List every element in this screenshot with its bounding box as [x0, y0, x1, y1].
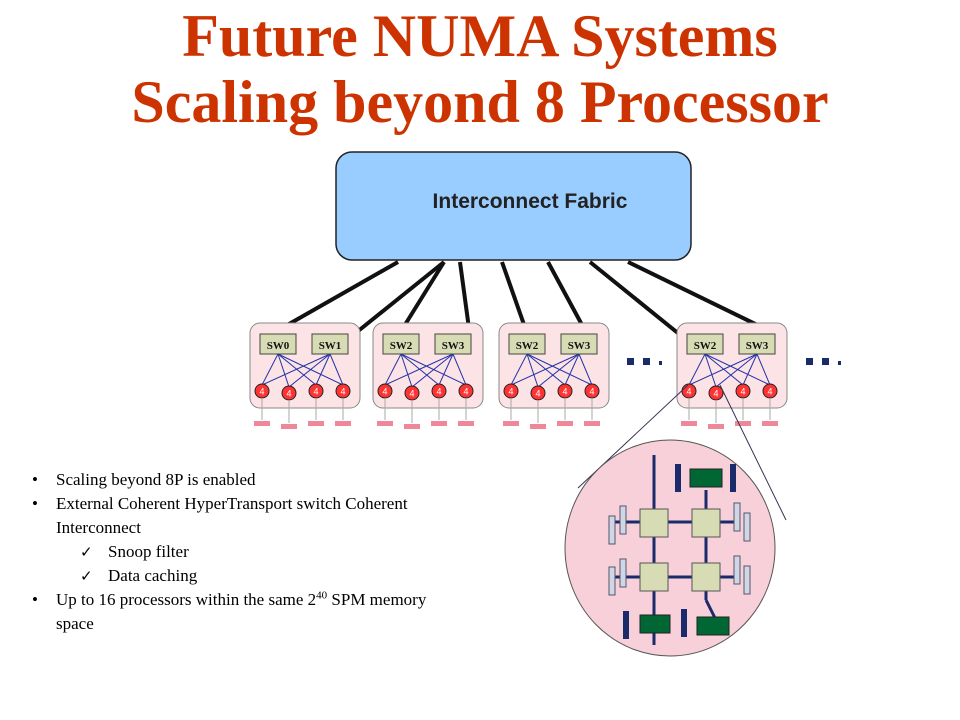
feature-bullet-list: Scaling beyond 8P is enabledExternal Coh… — [30, 468, 460, 636]
more-nodes-ellipsis-2 — [806, 358, 841, 365]
bullet-item-address-space: Up to 16 processors within the same 240 … — [30, 588, 460, 636]
memory-bar — [762, 421, 778, 426]
processor-label: 4 — [259, 387, 264, 397]
node-3: SW2 SW3 4 4 4 4 — [498, 322, 610, 429]
memory-bar — [431, 421, 447, 426]
detail-chip-bottom-right — [696, 616, 730, 636]
switch-label: SW3 — [442, 340, 465, 352]
interconnect-fabric-box — [335, 151, 692, 261]
fabric-link — [350, 260, 446, 338]
detail-chip-bottom-left — [639, 614, 671, 634]
switch-label: SW2 — [694, 340, 717, 352]
node-2: SW2 SW3 4 4 4 4 — [372, 322, 484, 429]
memory-bar — [708, 424, 724, 429]
switch-label: SW1 — [319, 340, 342, 352]
detail-processor-3 — [639, 562, 669, 592]
processor-label: 4 — [589, 387, 594, 397]
slide-title-line2: Scaling beyond 8 Processor — [131, 69, 829, 135]
processor-detail-zoom — [564, 439, 776, 657]
interconnect-fabric-label: Interconnect Fabric — [433, 190, 628, 213]
node-group: SW0 SW1 4 4 4 4 SW2 SW3 4 4 4 4 SW2 SW3 4 4 4 4 SW2 SW3 4 4 4 4 — [249, 322, 788, 429]
zoom-line-right — [719, 384, 787, 521]
memory-bar — [530, 424, 546, 429]
switch-label: SW3 — [568, 340, 591, 352]
memory-bar — [254, 421, 270, 426]
switch-box — [560, 333, 598, 355]
switch-box — [508, 333, 546, 355]
detail-processor-1 — [639, 508, 669, 538]
memory-bar — [281, 424, 297, 429]
switch-box — [311, 333, 349, 355]
processor-label: 4 — [409, 389, 414, 399]
processor-label: 4 — [436, 387, 441, 397]
check-item: Data caching — [30, 564, 460, 588]
processor-label: 4 — [340, 387, 345, 397]
processor-label: 4 — [686, 387, 691, 397]
memory-bar — [404, 424, 420, 429]
processor-label: 4 — [713, 389, 718, 399]
switch-box — [686, 333, 724, 355]
memory-bar — [735, 421, 751, 426]
processor-label: 4 — [313, 387, 318, 397]
switch-label: SW3 — [746, 340, 769, 352]
processor-label: 4 — [740, 387, 745, 397]
memory-bar — [335, 421, 351, 426]
more-nodes-ellipsis-1 — [627, 358, 662, 365]
switch-label: SW2 — [390, 340, 413, 352]
processor-label: 4 — [382, 387, 387, 397]
switch-box — [434, 333, 472, 355]
processor-label: 4 — [562, 387, 567, 397]
detail-processor-4 — [691, 562, 721, 592]
processor-label: 4 — [508, 387, 513, 397]
processor-label: 4 — [286, 389, 291, 399]
memory-bar — [458, 421, 474, 426]
switch-label: SW2 — [516, 340, 539, 352]
switch-label: SW0 — [267, 340, 290, 352]
fabric-link — [588, 260, 686, 340]
memory-bar — [557, 421, 573, 426]
bullet-item: Scaling beyond 8P is enabled — [30, 468, 460, 492]
memory-bar — [503, 421, 519, 426]
processor-label: 4 — [535, 389, 540, 399]
node-1: SW0 SW1 4 4 4 4 — [249, 322, 361, 429]
detail-chip-top — [689, 468, 723, 488]
memory-bar — [584, 421, 600, 426]
memory-bar — [681, 421, 697, 426]
slide-title-line1: Future NUMA Systems — [182, 3, 778, 69]
processor-label: 4 — [767, 387, 772, 397]
memory-bar — [308, 421, 324, 426]
switch-box — [738, 333, 776, 355]
node-4: SW2 SW3 4 4 4 4 — [676, 322, 788, 429]
processor-label: 4 — [463, 387, 468, 397]
switch-box — [259, 333, 297, 355]
detail-processor-2 — [691, 508, 721, 538]
memory-bar — [377, 421, 393, 426]
switch-box — [382, 333, 420, 355]
check-item: Snoop filter — [30, 540, 460, 564]
bullet-item: External Coherent HyperTransport switch … — [30, 492, 460, 540]
